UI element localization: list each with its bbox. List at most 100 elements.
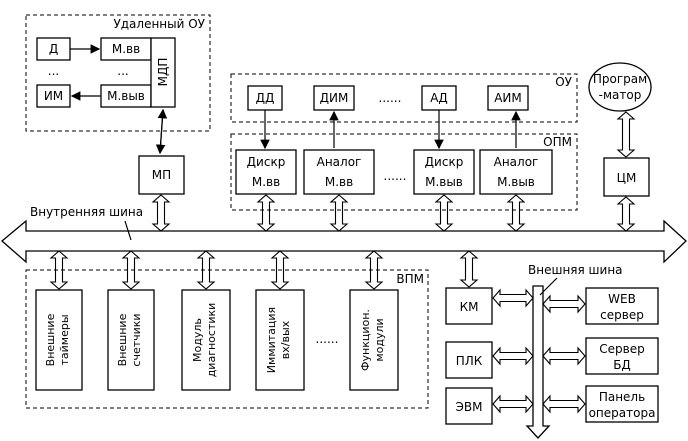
module-io-line1: Иммитация (265, 307, 278, 373)
mp-box (138, 155, 185, 195)
db-server-line2: БД (613, 358, 631, 372)
sensor-label: Д (49, 42, 58, 56)
module-functional-line2: модули (373, 318, 386, 361)
plk-extbus-connector (492, 346, 534, 366)
module-diagnostics-line2: диагностики (205, 303, 218, 378)
km-extbus-connector (492, 288, 534, 308)
dd-label: ДД (256, 91, 275, 105)
ou-frame (230, 73, 578, 123)
internal-bus (0, 219, 687, 264)
analog-output-module-box (479, 149, 553, 195)
diskr-output-line2: М.выв (425, 175, 463, 189)
plk-box (445, 341, 493, 379)
vpm-title: ВПМ (396, 272, 424, 286)
module-box-functional (349, 289, 399, 391)
web-server-line2: сервер (600, 308, 644, 322)
km-bus-connector (459, 250, 479, 288)
functional-bus-connector (364, 250, 384, 290)
cm-label: ЦМ (617, 171, 637, 185)
module-diagnostics-line1: Модуль (191, 318, 204, 362)
diagnostics-bus-connector (196, 250, 216, 290)
operator-panel-line1: Панель (599, 390, 645, 404)
remote-ou-group: Удаленный ОУ Д ... ИМ М.вв ... М.выв МДП (25, 14, 211, 132)
analog-output-line2: М.выв (497, 175, 535, 189)
diskr-input-line1: Дискр (247, 155, 286, 169)
evm-label: ЭВМ (456, 400, 483, 414)
external-bus (525, 285, 551, 439)
aim-box (487, 85, 529, 111)
ad-label: АД (430, 91, 448, 105)
panel-extbus-connector (542, 394, 586, 414)
diskr-out-bus-connector (434, 194, 454, 232)
ad-box (421, 85, 457, 111)
module-timers-line2: таймеры (58, 314, 71, 365)
operator-panel-box (585, 385, 659, 423)
diskr-in-bus-connector (256, 194, 276, 232)
analog-in-bus-connector (329, 194, 349, 232)
vpm-dots: ...... (316, 332, 339, 346)
actuator-label: ИМ (44, 89, 63, 103)
dim-label: ДИМ (320, 91, 349, 105)
mp-label: МП (152, 168, 171, 182)
module-box-timers (35, 289, 83, 391)
dim-box (313, 85, 355, 111)
diskr-input-module-box (235, 149, 297, 195)
opm-group: ОПМ Дискр М.вв Аналог М.вв ...... Дискр … (230, 110, 578, 211)
analog-input-line2: М.вв (325, 175, 353, 189)
module-timers-line1: Внешние (44, 313, 57, 366)
programmer-line1: Програм (593, 72, 647, 86)
db-server-line1: Сервер (599, 342, 644, 356)
aim-label: АИМ (494, 91, 522, 105)
internal-bus-leader (124, 220, 132, 241)
timers-bus-connector (49, 250, 69, 290)
module-box-diagnostics (181, 289, 231, 391)
remote-ou-title: Удаленный ОУ (113, 17, 205, 31)
module-box-io-simulation (255, 289, 305, 391)
remote-dots-left: ... (48, 64, 59, 78)
external-bus-label: Внешняя шина (528, 263, 623, 277)
mdp-box (150, 37, 176, 108)
vpm-frame (25, 269, 429, 409)
db-extbus-connector (542, 346, 586, 366)
opm-title: ОПМ (543, 135, 572, 149)
mdp-label: МДП (156, 58, 170, 87)
counters-bus-connector (121, 250, 141, 290)
cm-box (603, 157, 650, 197)
cm-bus-connector (616, 196, 636, 232)
programmer-line2: -матор (599, 88, 642, 102)
io-bus-connector (270, 250, 290, 290)
web-server-line1: WEB (608, 292, 636, 306)
plk-label: ПЛК (456, 354, 483, 368)
diskr-output-line1: Дискр (425, 155, 464, 169)
km-label: КМ (460, 300, 479, 314)
km-box (445, 287, 493, 325)
module-functional-line1: Функцион. (359, 309, 372, 371)
evm-box (445, 387, 493, 425)
dd-box (247, 85, 283, 111)
remote-ou-frame (25, 14, 211, 132)
ou-title: ОУ (555, 75, 572, 89)
diskr-input-line2: М.вв (252, 175, 280, 189)
opm-frame (230, 133, 578, 211)
evm-extbus-connector (492, 394, 534, 414)
module-io-line2: вх/вых (279, 320, 292, 359)
web-server-box (585, 287, 659, 325)
programmer-ellipse (588, 62, 652, 112)
diskr-output-module-box (413, 149, 475, 195)
external-bus-leader (539, 277, 558, 296)
analog-output-line1: Аналог (494, 155, 539, 169)
actuator-box (36, 84, 71, 108)
analog-input-line1: Аналог (317, 155, 362, 169)
vpm-group: ВПМ Внешние таймеры Внешние счетчики Мод… (25, 269, 429, 409)
module-counters-line1: Внешние (116, 313, 129, 366)
mp-bus-connector (151, 194, 171, 232)
analog-input-module-box (303, 149, 375, 195)
web-extbus-connector (542, 294, 586, 314)
opm-dots: ...... (384, 169, 407, 183)
operator-panel-line2: оператора (589, 406, 656, 420)
remote-dots-mid: ... (117, 64, 128, 78)
internal-bus-label: Внутренняя шина (30, 205, 143, 219)
programmer-cm-connector (616, 111, 636, 158)
module-counters-line2: счетчики (130, 313, 143, 366)
